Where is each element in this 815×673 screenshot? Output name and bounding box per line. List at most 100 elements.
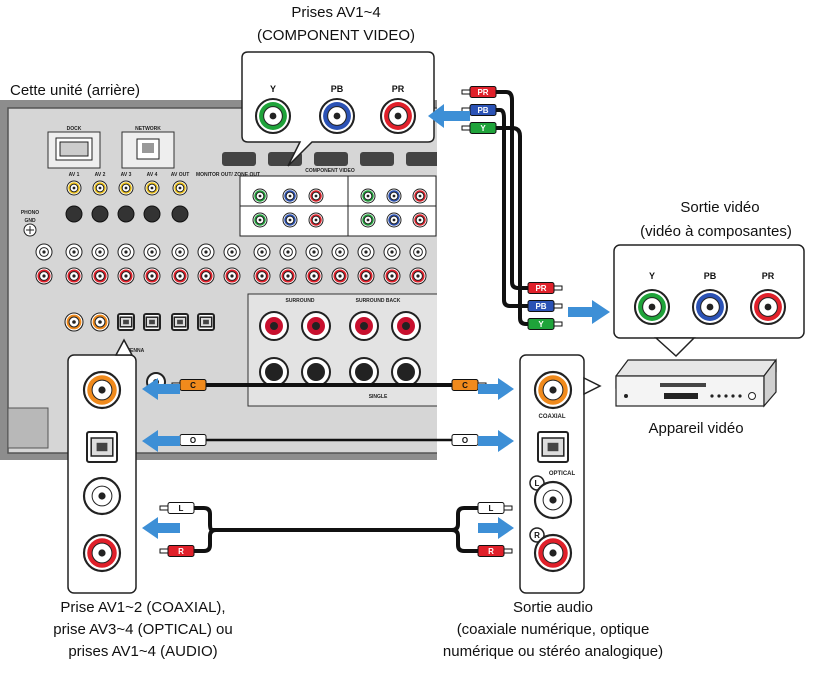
right-jack-coaxial [533,370,573,410]
callout-jack-y [254,97,292,135]
bottom-right-line-2: (coaxiale numérique, optique [457,621,650,638]
component-video-label: COMPONENT VIDEO [305,168,355,174]
unit-rear-panel: DOCK NETWORK AV 1 AV 2 AV 3 AV 4 AV OUT … [0,100,437,460]
surround-back-label: SURROUND BACK [356,298,401,304]
panel-jack-audio-r [409,267,427,285]
plug-coax-in-label: C [190,381,196,390]
video-out-subtitle: (vidéo à composantes) [640,223,792,240]
plug-video-in-y: Y [461,122,497,134]
panel-jack-audio-l [357,243,375,261]
plug-optical-out-label: O [462,436,468,445]
panel-jack-audio-r [171,267,189,285]
plug-video-in-pr: PR [461,86,497,98]
component-subtitle: (COMPONENT VIDEO) [257,27,415,44]
right-r-label: R [534,531,540,540]
right-l-label: L [535,479,540,488]
out-jack-y [633,288,671,326]
panel-jack-audio-l [383,243,401,261]
panel-jack-audio-r [143,267,161,285]
panel-jack-optical-4 [197,313,215,331]
panel-jack-audio-r [331,267,349,285]
bottom-left-line-1: Prise AV1~2 (COAXIAL), [60,599,225,616]
out-pb-label: PB [704,271,717,281]
panel-jack-component [360,188,376,204]
panel-jack-component [412,212,428,228]
device-label: Appareil vidéo [648,420,743,437]
plug-video-out-pb: PB [527,300,563,312]
arrow-video-out [568,300,610,324]
panel-jack-audio-l [197,243,215,261]
panel-jack-audio-r [357,267,375,285]
monitor-out-label: MONITOR OUT/ ZONE OUT [196,172,260,178]
video-device [615,358,777,408]
right-audio-callout: COAXIAL OPTICAL L R [519,354,602,594]
panel-jack-coax2 [90,312,110,332]
panel-jack-component [386,188,402,204]
right-jack-optical [537,431,569,463]
panel-jack-component [282,212,298,228]
panel-jack-optical-3 [171,313,189,331]
signal-arrows [142,104,610,539]
callout-jack-pr [379,97,417,135]
antenna-label: ANTENNA [120,348,145,354]
plug-analog-in-l: L [159,502,195,514]
arrow-analog-in [142,517,180,539]
arrow-analog-out [478,517,514,539]
panel-jack-audio-r [117,267,135,285]
out-jack-pr [749,288,787,326]
plug-video-in-pb-label: PB [477,106,488,115]
bottom-left-line-2: prise AV3~4 (OPTICAL) ou [53,621,232,638]
panel-jack-video [144,180,160,196]
right-jack-audio-l [533,480,573,520]
av4-label: AV 4 [147,172,158,178]
plug-coax-out-label: C [462,381,468,390]
plug-video-out-pr-label: PR [535,284,546,293]
panel-jack-component [412,188,428,204]
panel-jack-audio-r [197,267,215,285]
plug-analog-out-r-label: R [488,547,494,556]
plug-optical-in-label: O [190,436,196,445]
callout-pr-label: PR [392,84,405,94]
av2-label: AV 2 [95,172,106,178]
panel-jack-component [308,212,324,228]
panel-jack-audio-r [91,267,109,285]
panel-jack-optical-2 [143,313,161,331]
dock-label: DOCK [67,126,82,132]
surround-sp-label: SURROUND [286,298,315,304]
left-jack-coaxial [82,370,122,410]
video-out-callout: Y PB PR [613,244,805,358]
bottom-left-line-3: prises AV1~4 (AUDIO) [68,643,217,660]
panel-jack-audio-l [143,243,161,261]
panel-jack-coax1 [64,312,84,332]
panel-jack-component [386,212,402,228]
plug-video-out-pb-label: PB [535,302,546,311]
single-label: SINGLE [369,394,388,400]
callout-y-label: Y [270,84,276,94]
unit-label: Cette unité (arrière) [10,82,140,99]
panel-jack-component [360,212,376,228]
plug-analog-in-l-label: L [179,504,184,513]
panel-jack-video [118,180,134,196]
panel-jack-phono-l [35,243,53,261]
arrow-coax-out [478,378,514,400]
panel-jack-component [252,212,268,228]
panel-jack-audio-r [279,267,297,285]
plug-analog-out-l: L [477,502,513,514]
panel-jack-audio-l [331,243,349,261]
panel-jack-audio-l [171,243,189,261]
panel-jack-optical-1 [117,313,135,331]
plug-video-out-y-label: Y [538,320,544,329]
hdmi-row [222,152,437,166]
av3-label: AV 3 [121,172,132,178]
callout-jack-pb [318,97,356,135]
panel-jack-audio-l [409,243,427,261]
plug-analog-out-r: R [477,545,513,557]
component-callout: Y PB PR [241,51,435,167]
arrow-video-in [428,104,470,128]
av-out-label: AV OUT [171,172,190,178]
panel-jack-component [282,188,298,204]
plug-analog-out-l-label: L [489,504,494,513]
phono-label: PHONO [21,210,39,216]
